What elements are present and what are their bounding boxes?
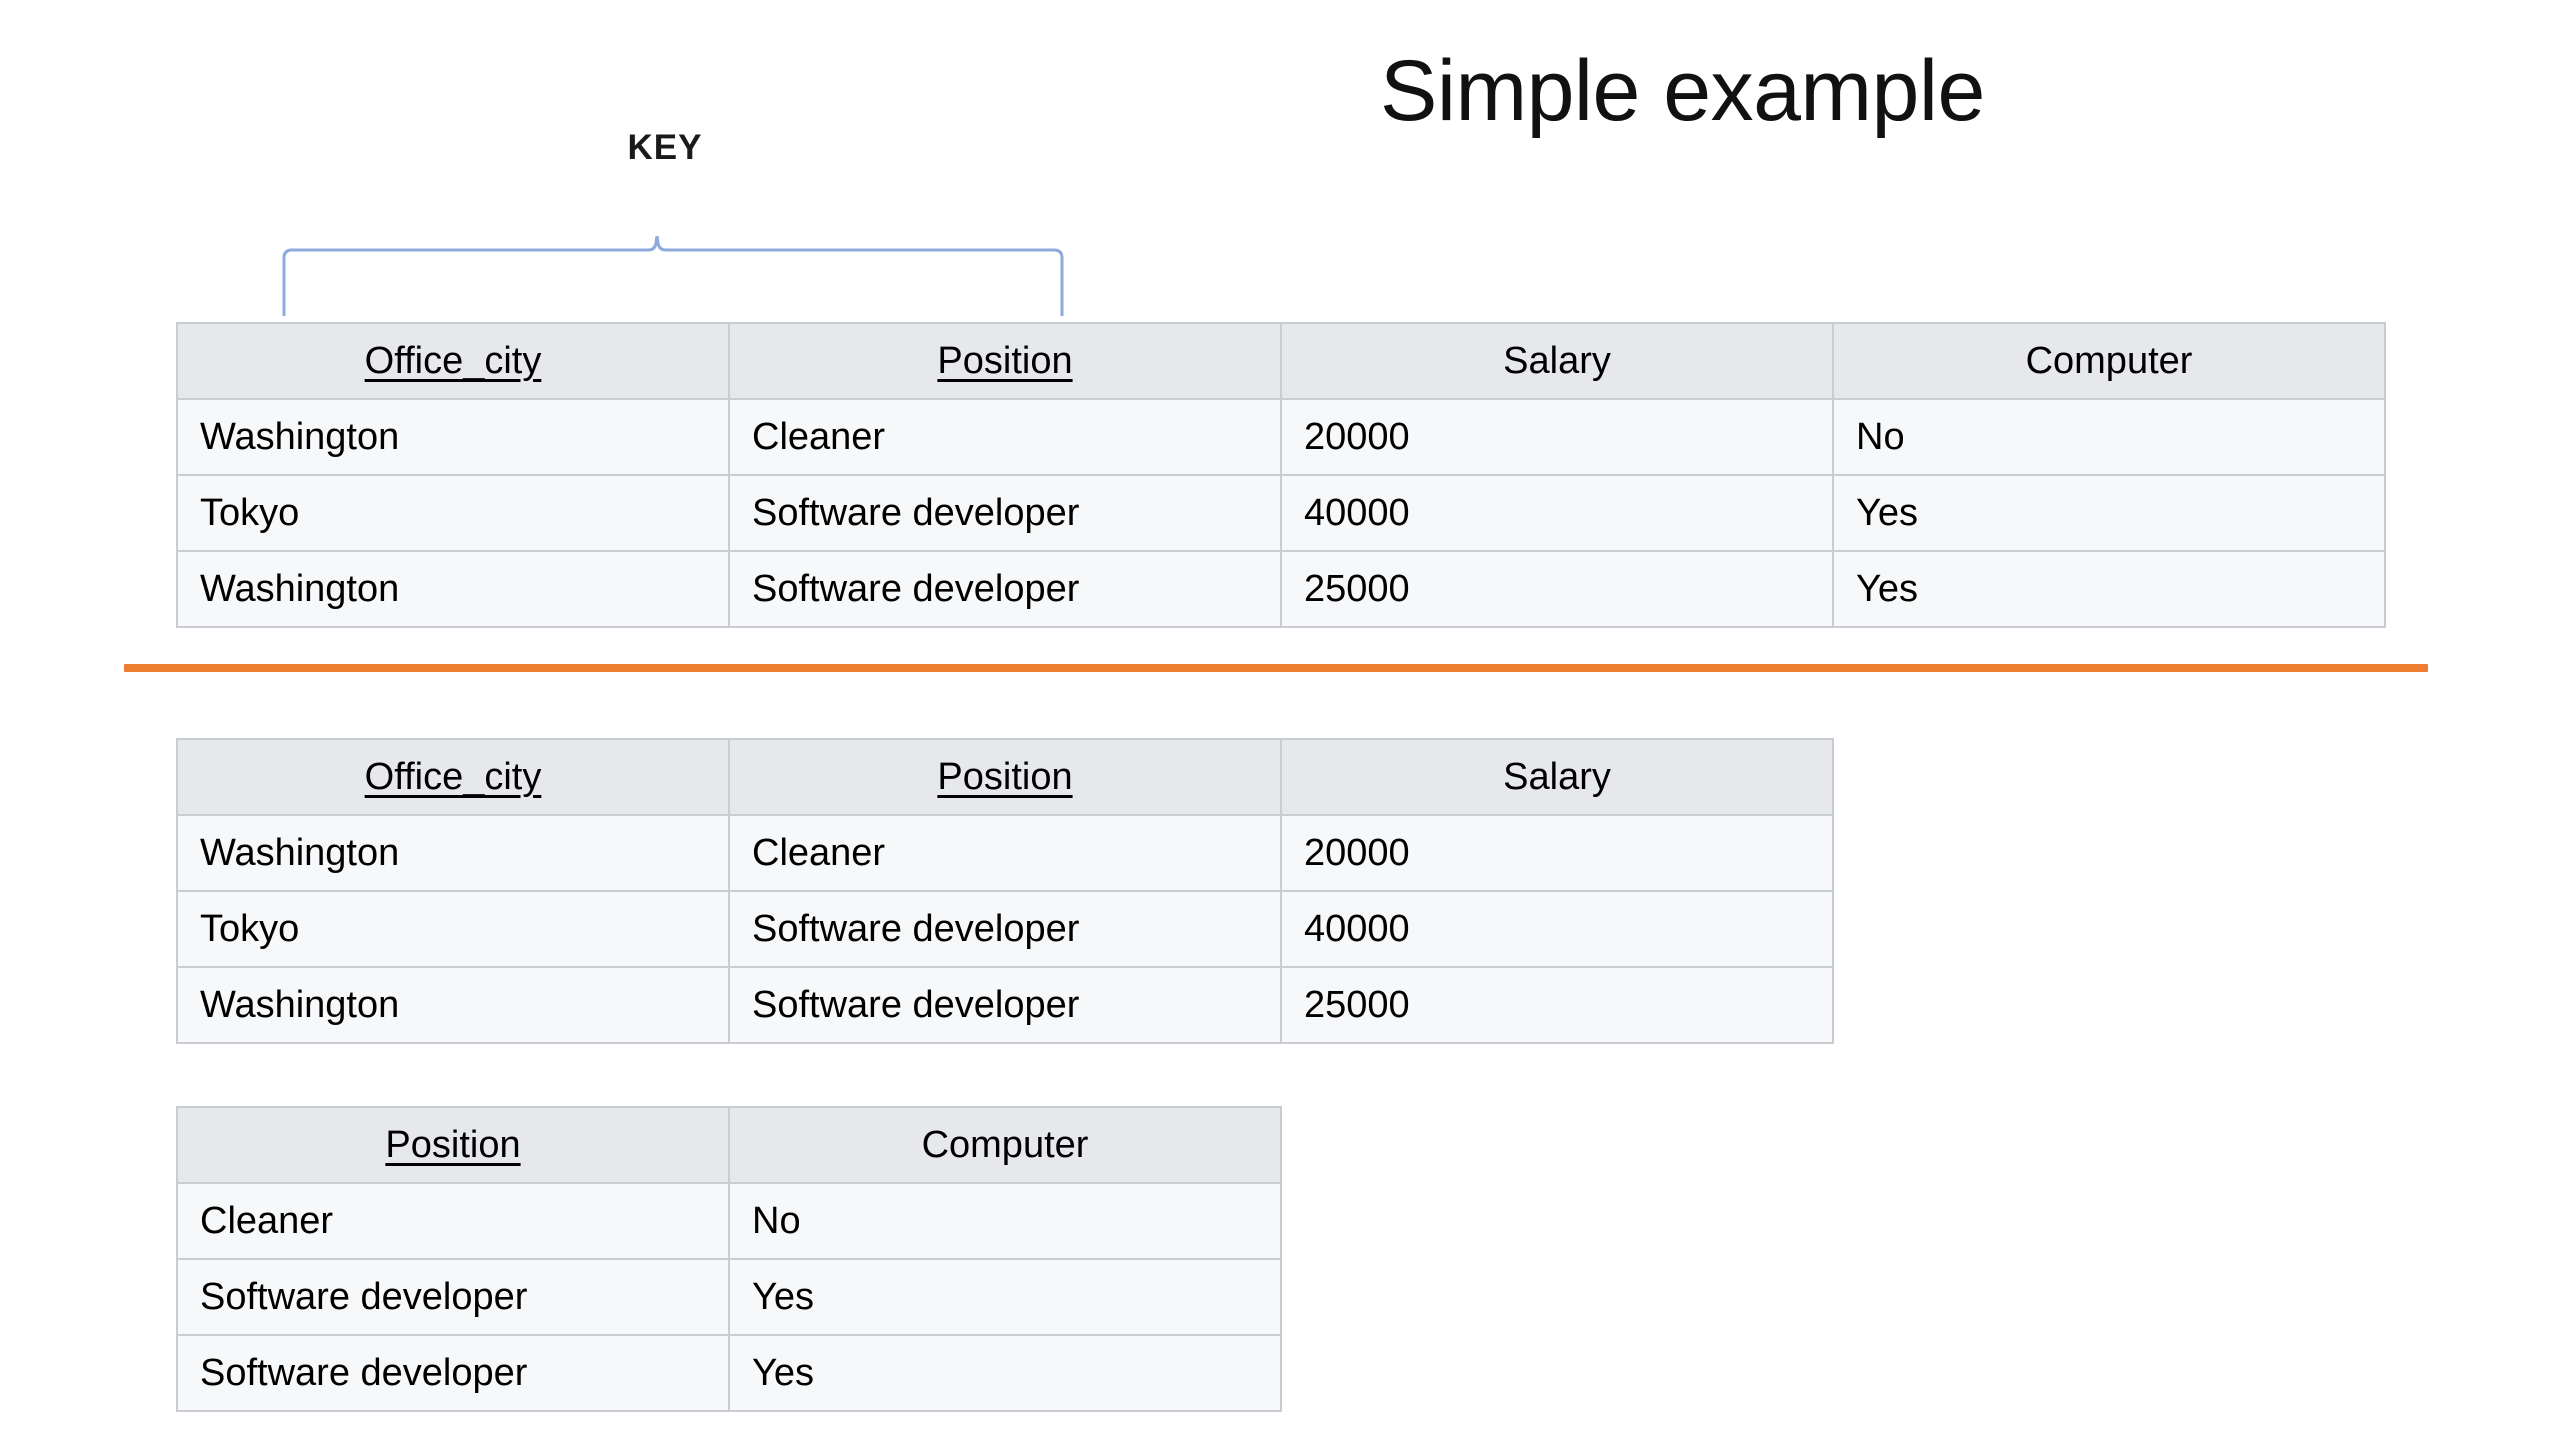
cell-salary: 25000 xyxy=(1280,550,1834,628)
full-relation-table: Office_city Position Salary Computer Was… xyxy=(176,322,2386,628)
table-row: Washington Cleaner 20000 No xyxy=(176,398,2386,476)
section-divider xyxy=(124,664,2428,672)
cell-position: Software developer xyxy=(176,1334,730,1412)
column-header-salary: Salary xyxy=(1280,738,1834,816)
cell-computer: No xyxy=(728,1182,1282,1260)
page-title: Simple example xyxy=(1380,43,1985,139)
table-row: Tokyo Software developer 40000 xyxy=(176,890,1834,968)
table-row: Software developer Yes xyxy=(176,1334,1282,1412)
column-header-office-city: Office_city xyxy=(176,322,730,400)
cell-salary: 20000 xyxy=(1280,814,1834,892)
decomposed-table-a: Office_city Position Salary Washington C… xyxy=(176,738,1834,1044)
table-header-row: Office_city Position Salary xyxy=(176,738,1834,816)
column-header-salary: Salary xyxy=(1280,322,1834,400)
table-row: Washington Software developer 25000 xyxy=(176,966,1834,1044)
cell-office-city: Tokyo xyxy=(176,890,730,968)
cell-office-city: Washington xyxy=(176,398,730,476)
table-row: Software developer Yes xyxy=(176,1258,1282,1336)
key-brace-icon xyxy=(278,234,1068,318)
table-row: Tokyo Software developer 40000 Yes xyxy=(176,474,2386,552)
key-annotation-label: KEY xyxy=(627,128,703,167)
cell-salary: 40000 xyxy=(1280,890,1834,968)
cell-position: Cleaner xyxy=(176,1182,730,1260)
cell-computer: No xyxy=(1832,398,2386,476)
cell-computer: Yes xyxy=(1832,474,2386,552)
column-header-office-city: Office_city xyxy=(176,738,730,816)
table-header-row: Office_city Position Salary Computer xyxy=(176,322,2386,400)
cell-office-city: Tokyo xyxy=(176,474,730,552)
cell-position: Software developer xyxy=(728,966,1282,1044)
table-row: Cleaner No xyxy=(176,1182,1282,1260)
cell-position: Software developer xyxy=(176,1258,730,1336)
cell-salary: 20000 xyxy=(1280,398,1834,476)
cell-computer: Yes xyxy=(728,1334,1282,1412)
cell-office-city: Washington xyxy=(176,550,730,628)
decomposed-table-b: Position Computer Cleaner No Software de… xyxy=(176,1106,1282,1412)
table-row: Washington Software developer 25000 Yes xyxy=(176,550,2386,628)
cell-position: Software developer xyxy=(728,890,1282,968)
cell-computer: Yes xyxy=(728,1258,1282,1336)
cell-salary: 25000 xyxy=(1280,966,1834,1044)
cell-computer: Yes xyxy=(1832,550,2386,628)
table-row: Washington Cleaner 20000 xyxy=(176,814,1834,892)
cell-office-city: Washington xyxy=(176,814,730,892)
column-header-computer: Computer xyxy=(728,1106,1282,1184)
column-header-position: Position xyxy=(728,322,1282,400)
cell-salary: 40000 xyxy=(1280,474,1834,552)
cell-office-city: Washington xyxy=(176,966,730,1044)
column-header-position: Position xyxy=(176,1106,730,1184)
cell-position: Cleaner xyxy=(728,398,1282,476)
cell-position: Software developer xyxy=(728,550,1282,628)
column-header-computer: Computer xyxy=(1832,322,2386,400)
table-header-row: Position Computer xyxy=(176,1106,1282,1184)
column-header-position: Position xyxy=(728,738,1282,816)
cell-position: Cleaner xyxy=(728,814,1282,892)
cell-position: Software developer xyxy=(728,474,1282,552)
